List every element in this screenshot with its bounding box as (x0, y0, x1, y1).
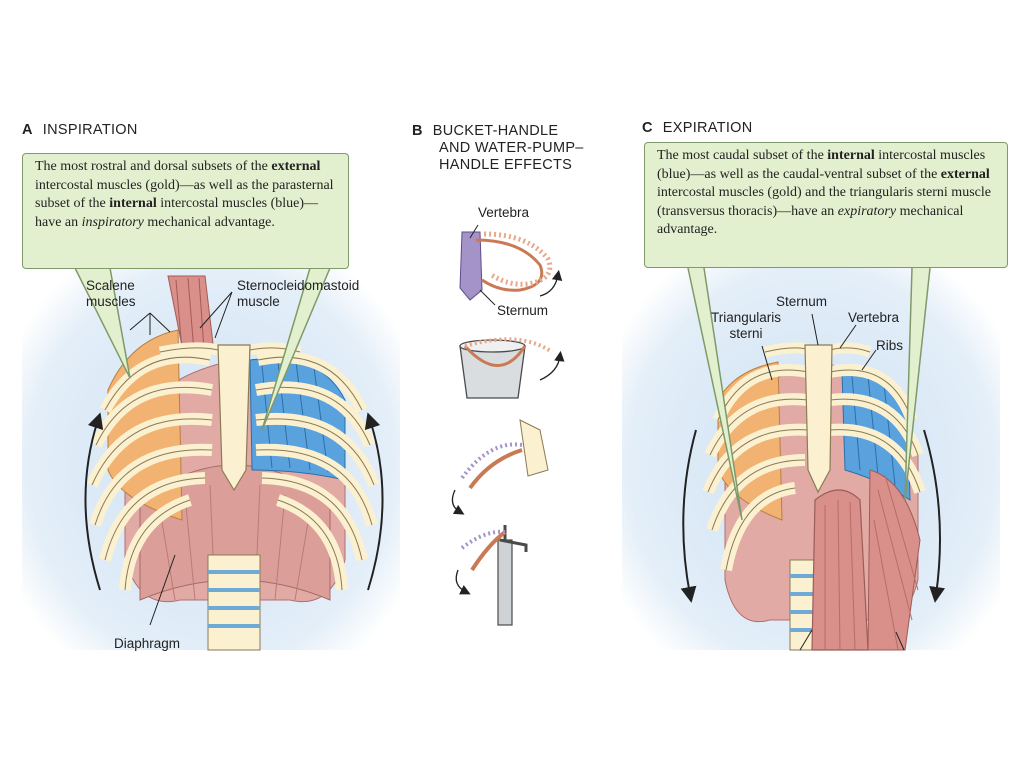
vertebra-label-b: Vertebra (478, 205, 530, 220)
panel-c-heading: EXPIRATION (662, 120, 753, 136)
callout-expiration: The most caudal subset of the internal i… (644, 142, 1008, 268)
panel-a-title: A INSPIRATION (22, 122, 138, 138)
ribcage-inspiration (84, 275, 384, 651)
callout-a-text-1: The most rostral and dorsal subsets of t… (35, 159, 268, 174)
callout-a-bold-external: external (271, 159, 321, 174)
panel-c-title: C EXPIRATION (642, 120, 753, 136)
triangularis-sterni-label: Triangularis sterni (710, 310, 782, 341)
callout-c-italic-expiratory: expiratory (837, 203, 897, 219)
panel-b-title: B BUCKET-HANDLE AND WATER-PUMP– HANDLE EF… (412, 123, 584, 174)
callout-c-bold-internal: internal (827, 148, 875, 163)
callout-c-text-2: intercostal muscles (blue)—as well as th… (657, 148, 986, 182)
panel-a-heading: INSPIRATION (42, 122, 138, 138)
vertebra-leader (469, 224, 479, 239)
sternocleidomastoid-label: Sternocleidomastoid muscle (237, 278, 360, 309)
panel-b-heading-line-2: AND WATER-PUMP– (439, 140, 584, 156)
scalene-muscles-label: Scalene muscles (86, 278, 136, 309)
callout-a-text-2: intercostal muscles (gold)—as well as th… (35, 177, 334, 212)
sternum-label-b: Sternum (497, 303, 549, 318)
panel-b-letter: B (412, 123, 423, 139)
vertebra-label-c: Vertebra (848, 310, 900, 325)
callout-c-text-1: The most caudal subset of the (657, 148, 828, 163)
sternum-label-c: Sternum (776, 294, 828, 309)
callout-a-pointer-left (74, 267, 131, 379)
callout-a-italic-inspiratory: inspiratory (81, 214, 144, 230)
bucket-handle-diagrams (451, 231, 565, 626)
panel-a-letter: A (22, 122, 33, 138)
callout-c-text-3: intercostal muscles (gold) and the trian… (657, 185, 991, 219)
callout-a-bold-internal: internal (109, 196, 157, 211)
callout-c-pointer-left (687, 267, 743, 521)
ribs-label: Ribs (876, 338, 904, 353)
callout-c-bold-external: external (940, 166, 990, 182)
callout-a-text-3: intercostal muscles (blue)—have an (35, 196, 319, 230)
sternum-leader (479, 289, 496, 306)
callout-c-pointer-right (904, 267, 931, 501)
callout-c-text-4: mechanical advantage. (657, 203, 964, 238)
panel-b-heading-line-3: HANDLE EFFECTS (439, 157, 573, 173)
callout-a-pointer-right (261, 267, 331, 431)
panel-c-letter: C (642, 120, 653, 136)
callout-a-text-4: mechanical advantage. (143, 214, 275, 230)
diaphragm-label: Diaphragm (114, 636, 181, 651)
panel-b-heading-line-1: BUCKET-HANDLE (432, 123, 559, 139)
ribcage-expiration (680, 342, 946, 651)
callout-inspiration: The most rostral and dorsal subsets of t… (22, 153, 349, 269)
